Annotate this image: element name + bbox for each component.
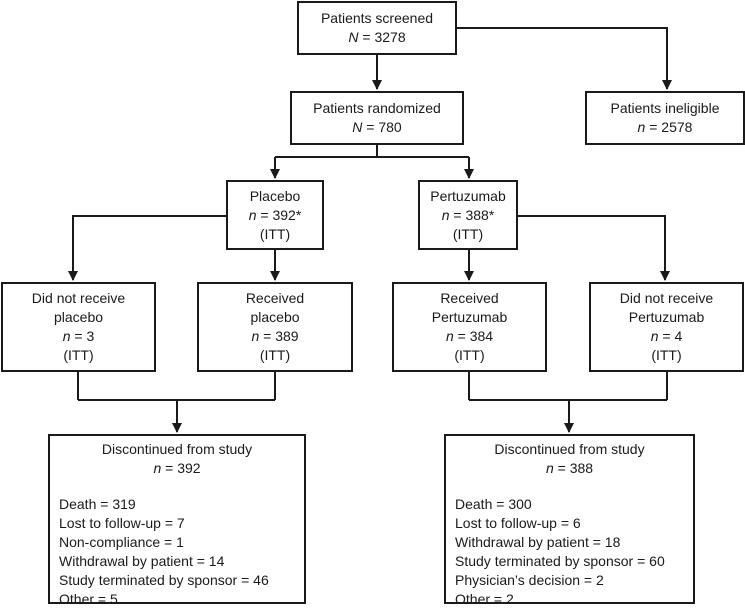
arrow-placebo-to-not-received — [68, 215, 226, 281]
pertuzumab-discontinued-title: Discontinued from study — [494, 441, 645, 457]
ineligible-title: Patients ineligible — [610, 100, 720, 116]
placebo-title: Placebo — [249, 187, 301, 204]
pertuzumab-title: Pertuzumab — [430, 187, 506, 204]
placebo-count: n = 392* — [248, 206, 302, 223]
arrow-screened-to-ineligible — [457, 27, 672, 90]
screened-title: Patients screened — [320, 10, 434, 26]
pertuzumab-not-received-count: n = 4 — [650, 328, 683, 344]
placebo-discontinued-reasons: Death = 319 Lost to follow-up = 7 Non-co… — [50, 495, 304, 609]
pertuzumab-not-received-line2: Pertuzumab — [628, 309, 705, 325]
pertuzumab-not-received-box: Did not receive Pertuzumab n = 4 (ITT) — [589, 282, 744, 372]
reason-item: Withdrawal by patient = 14 — [59, 553, 225, 569]
pertuzumab-discontinued-reasons: Death = 300 Lost to follow-up = 6 Withdr… — [446, 495, 693, 609]
pertuzumab-received-count: n = 384 — [445, 328, 494, 344]
pertuzumab-discontinued-count: n = 388 — [545, 460, 594, 476]
reason-item: Non-compliance = 1 — [59, 534, 184, 550]
placebo-received-line2: placebo — [250, 309, 300, 325]
placebo-discontinued-box: Discontinued from study n = 392 Death = … — [48, 434, 306, 607]
reason-item: Study terminated by sponsor = 60 — [455, 553, 665, 569]
pertuzumab-received-box: Received Pertuzumab n = 384 (ITT) — [392, 282, 547, 372]
screened-box: Patients screened N = 3278 — [297, 1, 457, 55]
placebo-not-received-line1: Did not receive — [31, 290, 126, 306]
arrow-pertuzumab-to-not-received — [518, 215, 670, 281]
pertuzumab-not-received-itt: (ITT) — [651, 347, 682, 363]
reason-item: Physician’s decision = 2 — [455, 572, 604, 588]
pertuzumab-received-line1: Received — [440, 290, 499, 306]
reason-item: Other = 2 — [455, 591, 514, 607]
pertuzumab-not-received-line1: Did not receive — [619, 290, 714, 306]
randomized-box: Patients randomized N = 780 — [290, 91, 464, 145]
placebo-received-count: n = 389 — [251, 328, 299, 344]
reason-item: Study terminated by sponsor = 46 — [59, 572, 269, 588]
placebo-not-received-line2: placebo — [53, 309, 104, 325]
ineligible-count: n = 2578 — [637, 119, 693, 135]
pertuzumab-discontinued-box: Discontinued from study n = 388 Death = … — [444, 434, 695, 607]
placebo-received-line1: Received — [245, 290, 305, 306]
ineligible-box: Patients ineligible n = 2578 — [585, 91, 745, 145]
placebo-discontinued-count: n = 392 — [153, 460, 201, 476]
reason-item: Lost to follow-up = 7 — [59, 515, 185, 531]
placebo-not-received-box: Did not receive placebo n = 3 (ITT) — [1, 282, 156, 372]
reason-item: Death = 300 — [455, 496, 532, 512]
pertuzumab-received-itt: (ITT) — [454, 347, 485, 363]
pertuzumab-count: n = 388* — [441, 206, 495, 223]
reason-item: Lost to follow-up = 6 — [455, 515, 581, 531]
reason-item: Withdrawal by patient = 18 — [455, 534, 621, 550]
randomized-title: Patients randomized — [313, 100, 441, 116]
pertuzumab-arm-box: Pertuzumab n = 388* (ITT) — [418, 180, 518, 250]
placebo-received-box: Received placebo n = 389 (ITT) — [197, 282, 353, 372]
placebo-not-received-itt: (ITT) — [63, 347, 94, 363]
placebo-arm-box: Placebo n = 392* (ITT) — [226, 180, 324, 250]
pertuzumab-received-line2: Pertuzumab — [431, 309, 508, 325]
randomized-count: N = 780 — [352, 119, 402, 135]
reason-item: Other = 5 — [59, 591, 118, 607]
placebo-not-received-count: n = 3 — [62, 328, 95, 344]
reason-item: Death = 319 — [59, 496, 136, 512]
placebo-discontinued-title: Discontinued from study — [101, 441, 253, 457]
pertuzumab-itt: (ITT) — [452, 225, 484, 242]
placebo-itt: (ITT) — [259, 225, 291, 242]
screened-count: N = 3278 — [348, 29, 406, 45]
placebo-received-itt: (ITT) — [259, 347, 291, 363]
